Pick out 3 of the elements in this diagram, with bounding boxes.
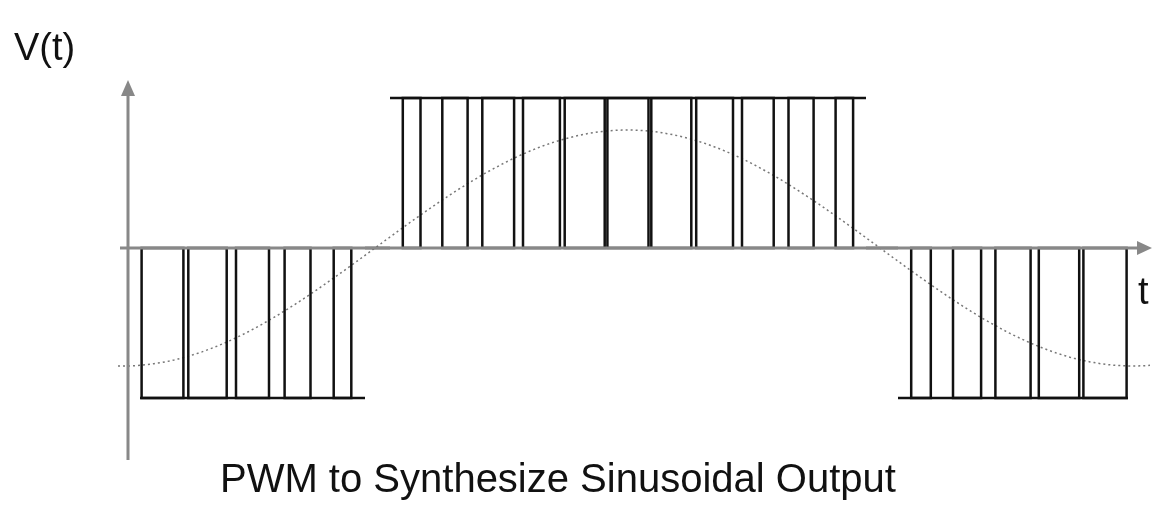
axis-label: t xyxy=(1138,272,1149,310)
caption: PWM to Synthesize Sinusoidal Output xyxy=(220,458,896,498)
axis-label: V(t) xyxy=(14,28,76,66)
